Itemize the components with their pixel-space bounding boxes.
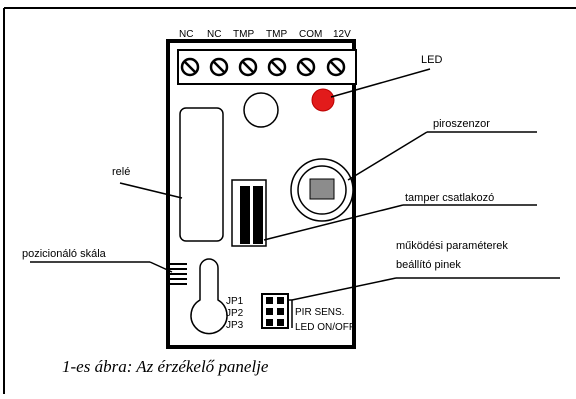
screw-terminal bbox=[209, 57, 229, 77]
relay bbox=[179, 107, 224, 242]
terminal-label: TMP bbox=[233, 29, 254, 40]
terminal-labels: NC NC TMP TMP COM 12V bbox=[179, 29, 351, 40]
scale-label: pozicionáló skála bbox=[22, 248, 107, 260]
relay-label: relé bbox=[112, 166, 130, 178]
params-leader-line bbox=[291, 277, 397, 301]
terminal-label: COM bbox=[299, 29, 322, 40]
outer-frame bbox=[3, 7, 576, 394]
relay-leader-line bbox=[119, 182, 183, 199]
params-label-line1: működési paraméterek bbox=[396, 240, 508, 252]
terminal-block bbox=[177, 49, 357, 85]
screw-terminal bbox=[238, 57, 258, 77]
tamper-connector bbox=[231, 179, 267, 247]
terminal-label: NC bbox=[207, 29, 221, 40]
positioning-scale bbox=[170, 258, 228, 335]
screw-terminal bbox=[296, 57, 316, 77]
jumper-label: JP3 bbox=[226, 320, 244, 331]
screw-terminal bbox=[267, 57, 287, 77]
tamper-leader-line bbox=[263, 204, 404, 241]
pyro-label: piroszenzor bbox=[433, 118, 490, 130]
sensor-window bbox=[309, 178, 335, 200]
figure-caption: 1-es ábra: Az érzékelő panelje bbox=[62, 357, 269, 376]
round-component bbox=[243, 92, 279, 128]
led-indicator bbox=[311, 88, 335, 112]
pyro-leader-line bbox=[347, 131, 428, 181]
jumper-label: JP2 bbox=[226, 308, 244, 319]
screw-terminal bbox=[180, 57, 200, 77]
terminal-label: TMP bbox=[266, 29, 287, 40]
terminal-label: 12V bbox=[333, 29, 351, 40]
params-label-line2: beállító pinek bbox=[396, 259, 461, 271]
jumper-label: JP1 bbox=[226, 296, 244, 307]
led-onoff-label: LED ON/OFF bbox=[295, 322, 355, 333]
pir-sens-label: PIR SENS. bbox=[295, 307, 344, 318]
scale-ticks bbox=[170, 263, 187, 285]
scale-leader-line bbox=[149, 261, 173, 273]
terminal-label: NC bbox=[179, 29, 193, 40]
led-leader-line bbox=[330, 68, 431, 98]
led-label: LED bbox=[421, 54, 442, 66]
screw-terminal bbox=[326, 57, 346, 77]
tamper-label: tamper csatlakozó bbox=[405, 192, 494, 204]
pyro-sensor bbox=[290, 158, 354, 222]
jumper-pins: JP1 JP2 JP3 PIR SENS. LED ON/OFF bbox=[226, 293, 355, 333]
